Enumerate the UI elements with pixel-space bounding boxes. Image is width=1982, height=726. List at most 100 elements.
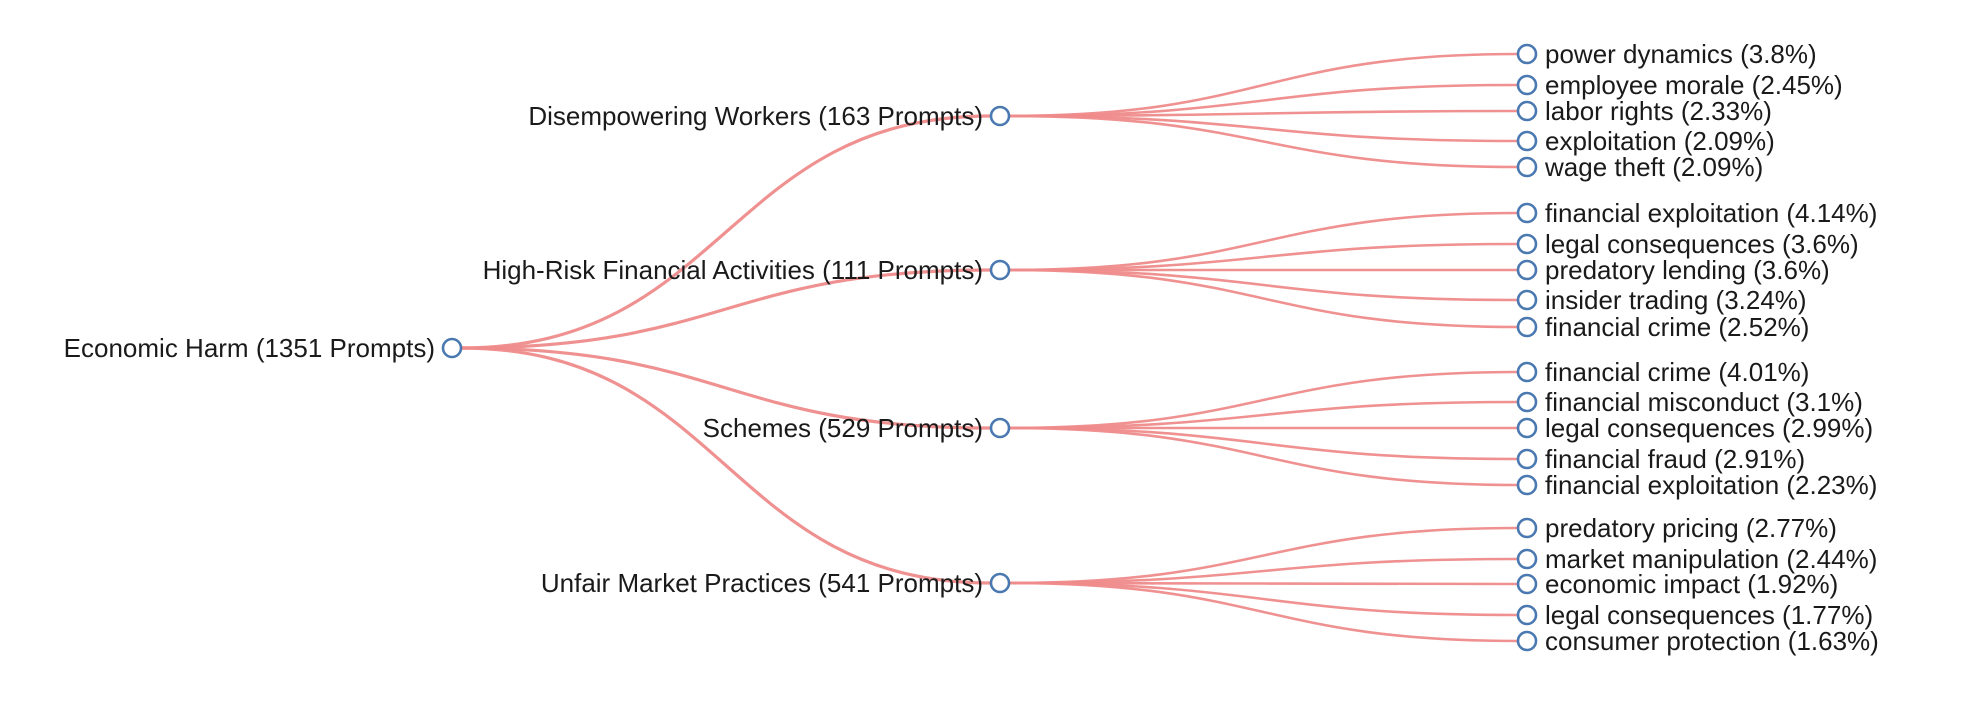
node-theme-disempowering-workers-wage-theft[interactable]: wage theft (2.09%)	[1516, 152, 1763, 182]
node-circle[interactable]	[1516, 548, 1538, 570]
node-label: wage theft (2.09%)	[1544, 152, 1763, 182]
node-theme-disempowering-workers-power-dynamics[interactable]: power dynamics (3.8%)	[1516, 39, 1817, 69]
link-disempowering-workers-to-exploitation	[1008, 114, 1519, 143]
nodes-layer: Economic Harm (1351 Prompts) Disempowerin…	[64, 39, 1879, 656]
node-circle[interactable]	[1516, 448, 1538, 470]
node-label: consumer protection (1.63%)	[1545, 626, 1879, 656]
node-theme-disempowering-workers-employee-morale[interactable]: employee morale (2.45%)	[1516, 70, 1843, 100]
node-circle[interactable]	[441, 337, 463, 359]
link-root-to-high-risk-financial-activities	[460, 268, 992, 350]
node-label: predatory lending (3.6%)	[1545, 255, 1830, 285]
node-circle[interactable]	[1516, 474, 1538, 496]
node-circle[interactable]	[1516, 573, 1538, 595]
links-layer	[460, 52, 1519, 643]
node-theme-high-risk-financial-activities-predatory-lending[interactable]: predatory lending (3.6%)	[1516, 255, 1830, 285]
node-theme-unfair-market-practices-market-manipulation[interactable]: market manipulation (2.44%)	[1516, 544, 1877, 574]
node-label: Unfair Market Practices (541 Prompts)	[541, 568, 983, 598]
node-circle[interactable]	[1516, 604, 1538, 626]
node-circle[interactable]	[1516, 156, 1538, 178]
link-high-risk-financial-activities-to-insider-trading	[1008, 268, 1519, 302]
node-circle[interactable]	[1516, 391, 1538, 413]
node-theme-disempowering-workers-labor-rights[interactable]: labor rights (2.33%)	[1516, 96, 1772, 126]
node-theme-schemes-legal-consequences[interactable]: legal consequences (2.99%)	[1516, 413, 1873, 443]
node-label: Disempowering Workers (163 Prompts)	[528, 101, 983, 131]
node-category-high-risk-financial-activities[interactable]: High-Risk Financial Activities (111 Prom…	[483, 255, 1011, 285]
node-theme-unfair-market-practices-economic-impact[interactable]: economic impact (1.92%)	[1516, 569, 1838, 599]
node-circle[interactable]	[1516, 43, 1538, 65]
node-circle[interactable]	[989, 417, 1011, 439]
link-root-to-unfair-market-practices	[460, 346, 992, 585]
link-unfair-market-practices-to-predatory-pricing	[1008, 526, 1519, 585]
node-circle[interactable]	[1516, 517, 1538, 539]
node-label: financial exploitation (2.23%)	[1545, 470, 1877, 500]
link-disempowering-workers-to-power-dynamics	[1008, 52, 1519, 118]
node-root-economic-harm[interactable]: Economic Harm (1351 Prompts)	[64, 333, 463, 363]
node-circle[interactable]	[989, 572, 1011, 594]
node-theme-high-risk-financial-activities-financial-exploitation[interactable]: financial exploitation (4.14%)	[1516, 198, 1877, 228]
node-theme-high-risk-financial-activities-legal-consequences[interactable]: legal consequences (3.6%)	[1516, 229, 1859, 259]
node-label: market manipulation (2.44%)	[1545, 544, 1877, 574]
link-root-to-disempowering-workers	[460, 114, 992, 350]
node-category-schemes[interactable]: Schemes (529 Prompts)	[703, 413, 1011, 443]
link-schemes-to-financial-misconduct	[1008, 400, 1519, 430]
node-label: financial fraud (2.91%)	[1545, 444, 1805, 474]
link-unfair-market-practices-to-consumer-protection	[1008, 581, 1519, 643]
node-circle[interactable]	[989, 259, 1011, 281]
link-high-risk-financial-activities-to-legal-consequences	[1008, 242, 1519, 272]
node-circle[interactable]	[1516, 100, 1538, 122]
node-label: legal consequences (2.99%)	[1545, 413, 1873, 443]
link-high-risk-financial-activities-to-financial-exploitation	[1008, 211, 1519, 272]
link-disempowering-workers-to-labor-rights	[1008, 109, 1519, 118]
node-label: employee morale (2.45%)	[1545, 70, 1843, 100]
node-circle[interactable]	[1516, 202, 1538, 224]
node-label: power dynamics (3.8%)	[1545, 39, 1817, 69]
link-disempowering-workers-to-employee-morale	[1008, 83, 1519, 118]
link-schemes-to-financial-exploitation	[1008, 426, 1519, 487]
node-theme-schemes-financial-misconduct[interactable]: financial misconduct (3.1%)	[1516, 387, 1863, 417]
node-circle[interactable]	[1516, 74, 1538, 96]
node-category-disempowering-workers[interactable]: Disempowering Workers (163 Prompts)	[528, 101, 1011, 131]
node-circle[interactable]	[1516, 259, 1538, 281]
node-label: Schemes (529 Prompts)	[703, 413, 983, 443]
node-theme-unfair-market-practices-predatory-pricing[interactable]: predatory pricing (2.77%)	[1516, 513, 1837, 543]
link-high-risk-financial-activities-to-financial-crime	[1008, 268, 1519, 329]
node-theme-schemes-financial-fraud[interactable]: financial fraud (2.91%)	[1516, 444, 1805, 474]
node-circle[interactable]	[1516, 289, 1538, 311]
node-circle[interactable]	[989, 105, 1011, 127]
link-disempowering-workers-to-wage-theft	[1008, 114, 1519, 169]
node-label: financial exploitation (4.14%)	[1545, 198, 1877, 228]
link-schemes-to-financial-fraud	[1008, 426, 1519, 461]
node-label: predatory pricing (2.77%)	[1545, 513, 1837, 543]
link-unfair-market-practices-to-economic-impact	[1008, 581, 1519, 586]
node-label: exploitation (2.09%)	[1545, 126, 1775, 156]
node-circle[interactable]	[1516, 417, 1538, 439]
link-schemes-to-financial-crime	[1008, 370, 1519, 430]
node-label: High-Risk Financial Activities (111 Prom…	[483, 255, 983, 285]
node-circle[interactable]	[1516, 233, 1538, 255]
node-theme-high-risk-financial-activities-insider-trading[interactable]: insider trading (3.24%)	[1516, 285, 1807, 315]
node-label: labor rights (2.33%)	[1545, 96, 1772, 126]
node-theme-schemes-financial-exploitation[interactable]: financial exploitation (2.23%)	[1516, 470, 1877, 500]
node-label: financial misconduct (3.1%)	[1545, 387, 1863, 417]
node-theme-high-risk-financial-activities-financial-crime[interactable]: financial crime (2.52%)	[1516, 312, 1809, 342]
link-unfair-market-practices-to-market-manipulation	[1008, 557, 1519, 585]
node-circle[interactable]	[1516, 316, 1538, 338]
node-theme-unfair-market-practices-consumer-protection[interactable]: consumer protection (1.63%)	[1516, 626, 1879, 656]
link-unfair-market-practices-to-legal-consequences	[1008, 581, 1519, 617]
link-root-to-schemes	[460, 346, 992, 430]
node-circle[interactable]	[1516, 361, 1538, 383]
node-label: legal consequences (1.77%)	[1545, 600, 1873, 630]
node-category-unfair-market-practices[interactable]: Unfair Market Practices (541 Prompts)	[541, 568, 1011, 598]
node-label: financial crime (4.01%)	[1545, 357, 1809, 387]
node-label: legal consequences (3.6%)	[1545, 229, 1859, 259]
node-theme-schemes-financial-crime[interactable]: financial crime (4.01%)	[1516, 357, 1809, 387]
node-label: insider trading (3.24%)	[1545, 285, 1807, 315]
node-label: Economic Harm (1351 Prompts)	[64, 333, 435, 363]
node-circle[interactable]	[1516, 130, 1538, 152]
node-theme-disempowering-workers-exploitation[interactable]: exploitation (2.09%)	[1516, 126, 1775, 156]
node-label: financial crime (2.52%)	[1545, 312, 1809, 342]
node-circle[interactable]	[1516, 630, 1538, 652]
node-theme-unfair-market-practices-legal-consequences[interactable]: legal consequences (1.77%)	[1516, 600, 1873, 630]
